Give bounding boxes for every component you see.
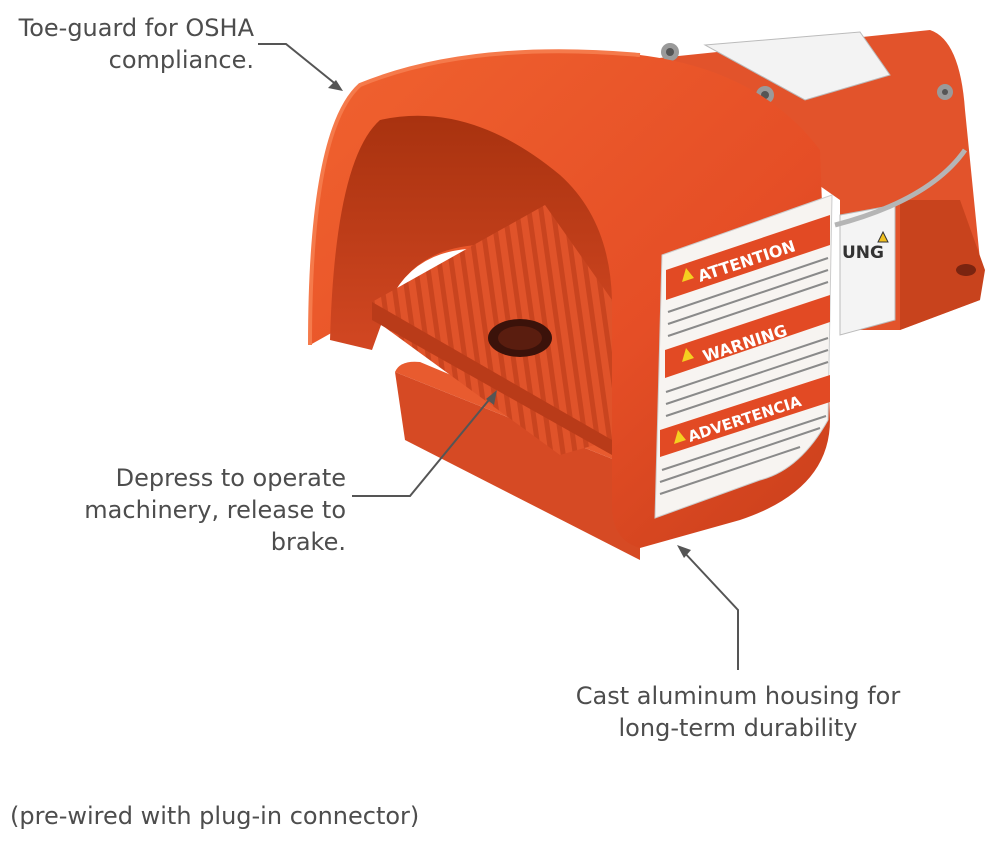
- side-label-text: UNG: [842, 243, 884, 263]
- toe-guard-callout-line2: compliance.: [108, 46, 254, 74]
- depress-callout-line2: machinery, release to brake.: [84, 496, 346, 556]
- warning-label: ATTENTION WARNING ADVERTENCIA: [654, 194, 833, 519]
- arrow-heads: [328, 80, 691, 558]
- depress-callout: Depress to operate machinery, release to…: [10, 462, 346, 558]
- depress-arrowhead: [486, 390, 497, 405]
- housing-arrow: [681, 549, 739, 670]
- depress-arrow: [352, 394, 494, 497]
- toe-guard-arrowhead: [328, 80, 343, 91]
- housing-callout: Cast aluminum housing for long-term dura…: [560, 680, 916, 744]
- toe-guard-arrow: [258, 43, 339, 87]
- housing-callout-line2: long-term durability: [618, 714, 858, 742]
- toe-guard-callout: Toe-guard for OSHA compliance.: [14, 12, 254, 76]
- pedal: [372, 205, 612, 455]
- depress-callout-line1: Depress to operate: [115, 464, 346, 492]
- callout-arrows: [258, 43, 739, 670]
- housing-callout-line1: Cast aluminum housing for: [575, 682, 901, 710]
- footnote: (pre-wired with plug-in connector): [10, 802, 420, 830]
- toe-guard-callout-line1: Toe-guard for OSHA: [18, 14, 254, 42]
- housing-arrowhead: [677, 545, 691, 558]
